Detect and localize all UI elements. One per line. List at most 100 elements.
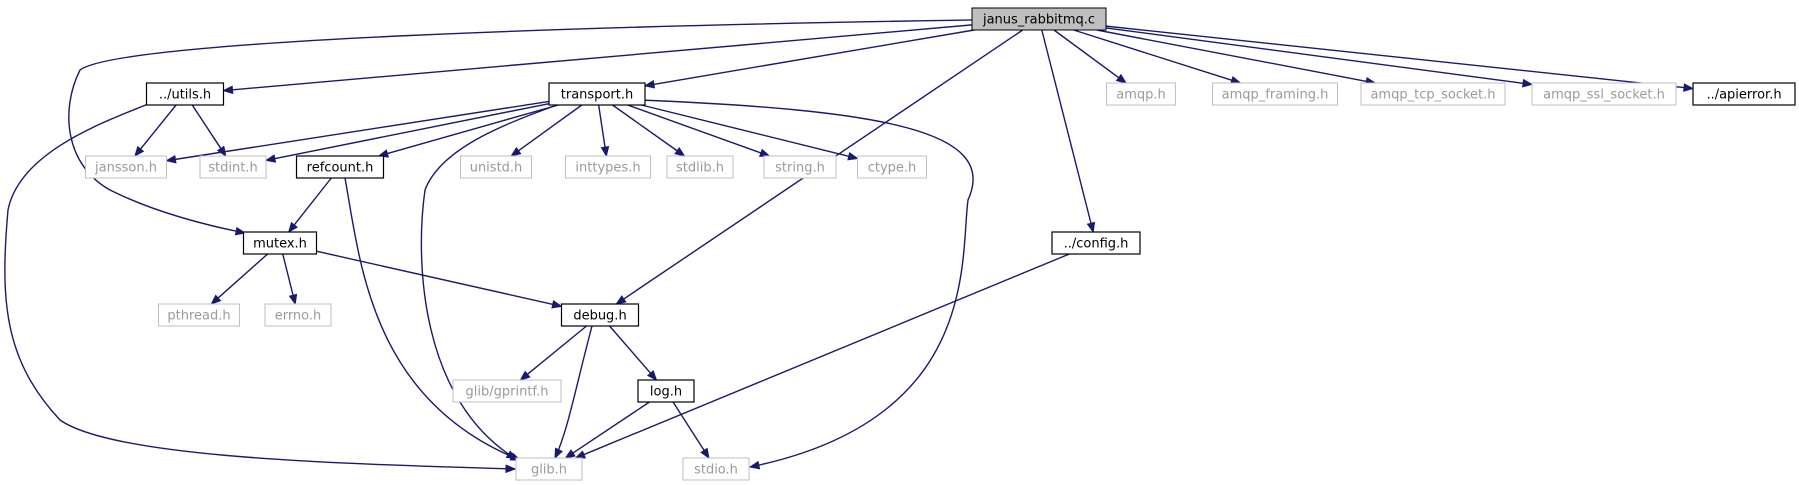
edge-line (1105, 25, 1686, 89)
edge-transport-h-to-unistd-h (510, 104, 583, 157)
node-debug-h[interactable]: debug.h (560, 303, 640, 327)
edge-arrowhead (643, 79, 656, 89)
node-label: debug.h (573, 309, 626, 324)
node-box (1051, 231, 1141, 255)
node-box (1531, 82, 1677, 106)
edge-janus-rabbitmq-c-to-apierror-h (1105, 25, 1695, 92)
node-utils-h[interactable]: ../utils.h (145, 82, 225, 106)
node-string-h: string.h (763, 155, 837, 179)
edge-line (612, 104, 679, 152)
node-box (158, 303, 240, 327)
edge-arrowhead (551, 300, 563, 309)
edge-line (639, 99, 974, 468)
node-stdint-h: stdint.h (199, 155, 267, 179)
edge-debug-h-to-glib-gprintf-h (519, 325, 587, 381)
node-box (242, 231, 318, 255)
edge-mutex-h-to-pthread-h (210, 253, 269, 305)
edge-arrowhead (1522, 78, 1534, 88)
edge-arrowhead (234, 226, 247, 236)
edge-line (652, 29, 975, 86)
edge-line (571, 401, 650, 455)
node-apierror-h[interactable]: ../apierror.h (1692, 82, 1796, 106)
edge-arrowhead (615, 295, 627, 305)
edge-config-h-to-glib-h (574, 253, 1070, 459)
edge-line (1096, 29, 1368, 83)
node-amqp-tcp-socket-h: amqp_tcp_socket.h (1360, 82, 1506, 106)
node-box (971, 7, 1107, 31)
edge-arrowhead (505, 464, 517, 474)
edge-debug-h-to-glib-h (554, 325, 593, 460)
node-box (565, 155, 651, 179)
node-janus-rabbitmq-c[interactable]: janus_rabbitmq.c (971, 7, 1107, 31)
node-box (295, 155, 385, 179)
edge-arrowhead (600, 145, 610, 158)
node-label: jansson.h (94, 161, 157, 176)
node-log-h[interactable]: log.h (637, 379, 695, 403)
edge-transport-h-to-string-h (627, 104, 771, 157)
node-inttypes-h: inttypes.h (565, 155, 651, 179)
node-box (1106, 82, 1176, 106)
edge-line (282, 253, 294, 297)
node-box (682, 457, 750, 481)
node-label: ../utils.h (159, 88, 211, 103)
edge-arrowhead (1683, 83, 1695, 92)
edge-line (344, 177, 521, 461)
node-label: janus_rabbitmq.c (982, 13, 1095, 28)
edge-utils-h-to-jansson-h (134, 104, 177, 158)
node-box (452, 379, 562, 403)
node-box (1212, 82, 1338, 106)
edge-mutex-h-to-errno-h (282, 253, 298, 306)
node-label: amqp_tcp_socket.h (1370, 88, 1495, 103)
node-transport-h[interactable]: transport.h (548, 82, 646, 106)
edge-line (4, 103, 516, 470)
edge-line (231, 24, 973, 91)
edge-janus-rabbitmq-c-to-amqp-ssl-socket-h (1105, 27, 1534, 88)
node-label: errno.h (275, 309, 322, 324)
edge-line (517, 104, 583, 152)
edge-janus-rabbitmq-c-to-utils-h (222, 24, 973, 95)
node-refcount-h[interactable]: refcount.h (295, 155, 385, 179)
edge-arrowhead (748, 460, 761, 470)
node-glib-h: glib.h (515, 457, 583, 481)
node-label: mutex.h (253, 237, 307, 252)
node-box (1360, 82, 1506, 106)
node-label: amqp_framing.h (1222, 88, 1329, 103)
edge-transport-h-to-refcount-h (377, 104, 559, 158)
edge-line (191, 104, 222, 150)
edge-arrowhead (847, 151, 859, 161)
edge-line (526, 325, 587, 376)
edge-arrowhead (510, 146, 522, 157)
node-mutex-h[interactable]: mutex.h (242, 231, 318, 255)
node-box (637, 379, 695, 403)
edge-arrowhead (674, 146, 686, 157)
node-box (145, 82, 225, 106)
edge-line (139, 104, 177, 151)
node-box (264, 303, 332, 327)
edge-line (386, 104, 559, 155)
edge-transport-h-to-jansson-h (165, 100, 550, 164)
edge-line (293, 177, 332, 227)
edge-line (316, 250, 554, 306)
nodes-layer: janus_rabbitmq.c ../utils.h transport.h amq… (85, 7, 1796, 481)
edge-utils-h-to-stdint-h (191, 104, 227, 158)
edge-line (1053, 29, 1121, 79)
edge-refcount-h-to-glib-h (344, 177, 522, 461)
node-label: amqp_ssl_socket.h (1543, 88, 1665, 103)
edge-transport-h-to-stdio-h (639, 99, 974, 470)
node-label: pthread.h (167, 309, 230, 324)
edge-arrowhead (264, 154, 277, 163)
edge-line (1041, 29, 1092, 225)
node-label: glib/gprintf.h (466, 385, 549, 400)
edge-transport-h-to-ctype-h (641, 104, 859, 161)
edge-arrowhead (222, 85, 234, 95)
edge-arrowhead (554, 447, 563, 460)
edge-arrowhead (564, 449, 576, 459)
node-label: stdlib.h (676, 161, 724, 176)
node-label: unistd.h (470, 161, 523, 176)
node-box (548, 82, 646, 106)
edge-arrowhead (1115, 73, 1128, 84)
node-config-h[interactable]: ../config.h (1051, 231, 1141, 255)
edge-line (68, 18, 1040, 234)
node-box (763, 155, 837, 179)
